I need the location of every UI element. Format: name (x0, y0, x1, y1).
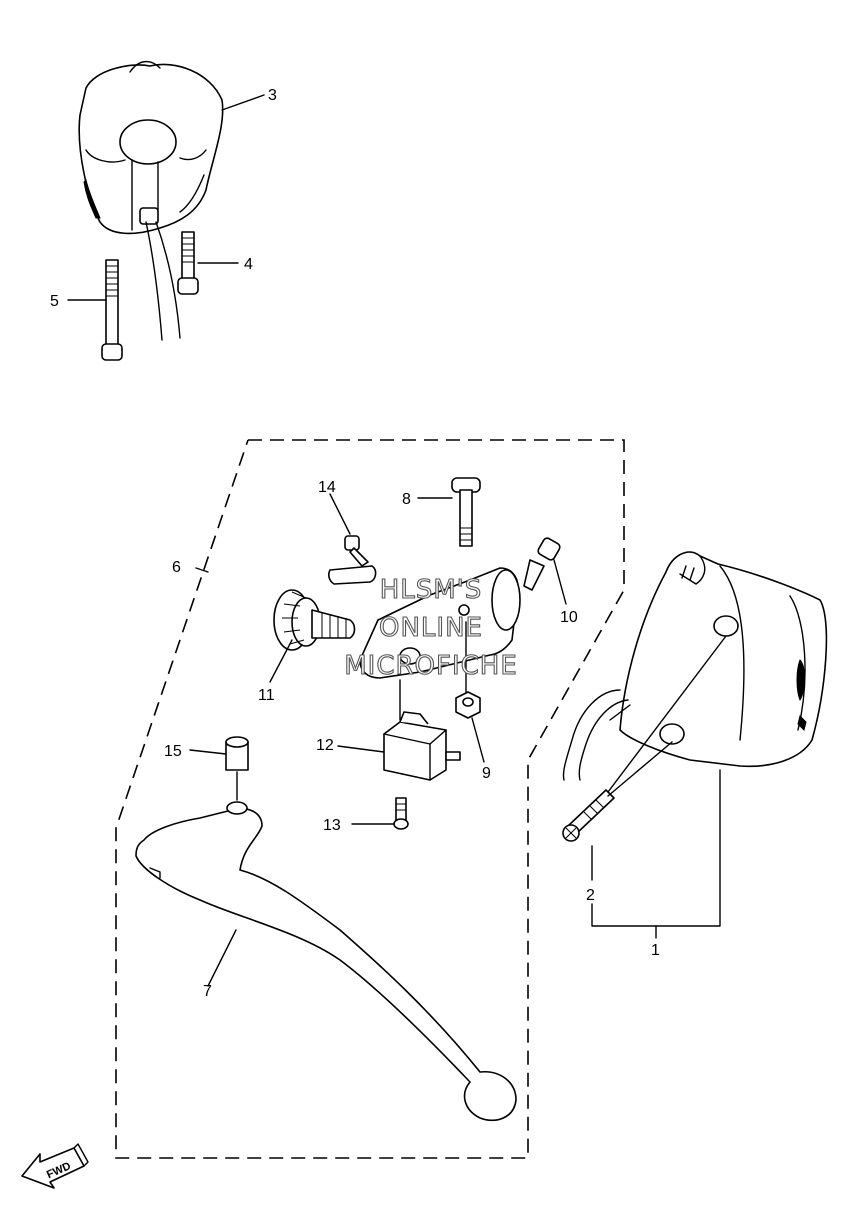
callout-14: 14 (318, 479, 336, 496)
callout-4: 4 (244, 256, 253, 273)
callout-5: 5 (50, 293, 59, 310)
switch-part-12 (337, 679, 461, 781)
forward-arrow-icon: FWD (21, 1143, 89, 1189)
callout-6: 6 (172, 559, 181, 576)
collar-part-15 (189, 736, 249, 801)
callout-2: 2 (586, 887, 595, 904)
nut-part-9 (455, 621, 485, 763)
bolt-part-4 (177, 231, 239, 295)
callout-10: 10 (560, 609, 578, 626)
callout-3: 3 (268, 87, 277, 104)
switch-housing-part-3 (78, 61, 224, 341)
callout-13: 13 (323, 817, 341, 834)
screw-part-10 (523, 537, 567, 605)
watermark-line-2: ONLINE (379, 613, 483, 643)
switch-assembly-part-1 (562, 551, 828, 939)
bolt-part-5 (67, 259, 123, 361)
callout-1: 1 (651, 942, 660, 959)
callout-9: 9 (482, 765, 491, 782)
callout-15: 15 (164, 743, 182, 760)
lever-bracket (328, 565, 521, 679)
lever-part-7 (135, 801, 517, 1122)
adjuster-part-11 (269, 589, 356, 683)
watermark: HLSM'S ONLINE MICROFICHE (344, 574, 518, 681)
callout-12: 12 (316, 737, 334, 754)
watermark-line-3: MICROFICHE (344, 651, 518, 681)
callout-11: 11 (258, 687, 275, 704)
callout-7: 7 (203, 983, 212, 1000)
callout-8: 8 (402, 491, 411, 508)
watermark-line-1: HLSM'S (380, 575, 483, 605)
bolt-part-8 (417, 477, 481, 547)
screw-part-13 (351, 797, 409, 830)
assembly-6-boundary (115, 439, 625, 1159)
screw-part-14 (329, 493, 369, 567)
